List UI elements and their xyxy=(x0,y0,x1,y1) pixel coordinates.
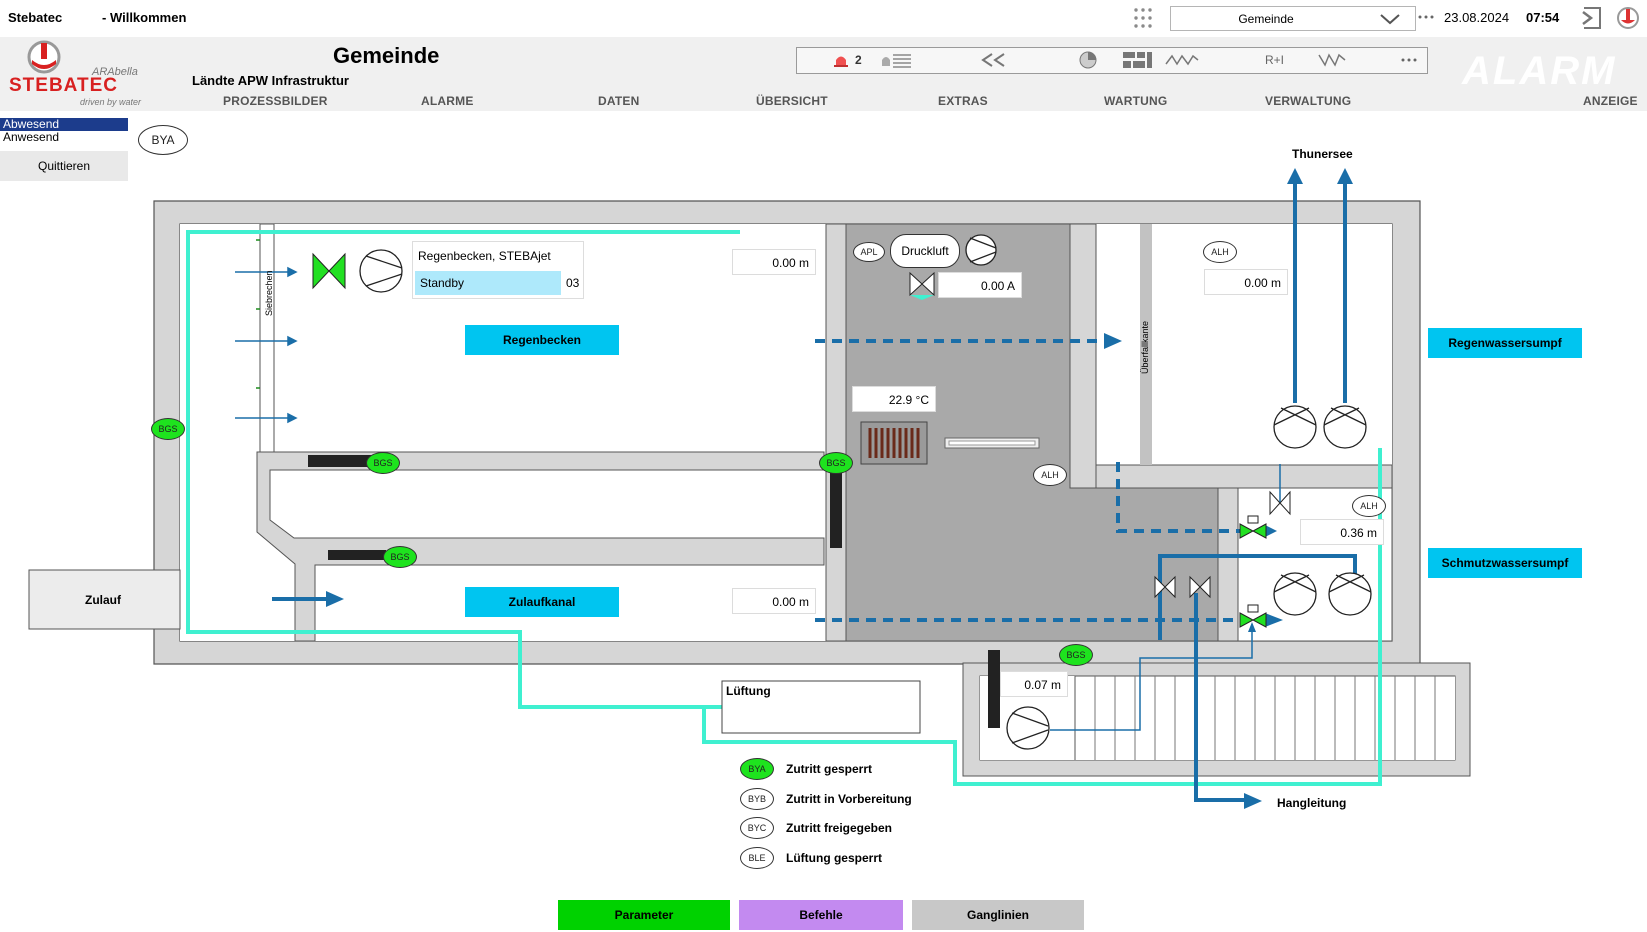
anwesend-option[interactable]: Anwesend xyxy=(0,131,128,144)
nav-extras[interactable]: EXTRAS xyxy=(938,94,988,108)
nav-daten[interactable]: DATEN xyxy=(598,94,640,108)
regenbecken-button[interactable]: Regenbecken xyxy=(465,325,619,355)
more-icon[interactable] xyxy=(1418,14,1434,20)
alarm-watermark: ALARM xyxy=(1462,49,1617,93)
alarm-bell-icon[interactable] xyxy=(833,53,849,67)
pump-number: 03 xyxy=(566,276,580,290)
header: ARAbella STEBATEC driven by water Gemein… xyxy=(0,37,1647,111)
logo-sub: ARAbella xyxy=(92,66,138,78)
location-select-value: Gemeinde xyxy=(1238,12,1294,26)
bgs-status-2[interactable]: BGS xyxy=(366,452,400,474)
hangleitung-label: Hangleitung xyxy=(1277,796,1347,810)
toolbar-more-icon[interactable] xyxy=(1401,57,1417,63)
abwesend-option[interactable]: Abwesend xyxy=(0,118,128,131)
list-icon[interactable] xyxy=(881,52,913,68)
befehle-button[interactable]: Befehle xyxy=(739,900,903,930)
flow-icon[interactable] xyxy=(1317,52,1347,68)
druckluft-button[interactable]: Druckluft xyxy=(890,234,960,268)
channel-wall xyxy=(256,451,825,642)
page-subtitle: Ländte APW Infrastruktur xyxy=(192,73,349,88)
legend-bya-badge: BYA xyxy=(740,758,774,780)
apps-grid-icon[interactable] xyxy=(1133,7,1153,29)
brand-label: Stebatec xyxy=(8,10,63,25)
pump-info-panel[interactable]: Regenbecken, STEBAjet Standby 03 xyxy=(412,241,584,299)
bgs-status-3[interactable]: BGS xyxy=(819,452,853,474)
nav-verwaltung[interactable]: VERWALTUNG xyxy=(1265,94,1352,108)
legend-byb-badge: BYB xyxy=(740,788,774,810)
toolbar: 2 R+I xyxy=(796,47,1428,74)
logo-tagline: driven by water xyxy=(80,97,142,107)
nav-prozessbilder[interactable]: PROZESSBILDER xyxy=(223,94,328,108)
chevron-down-icon xyxy=(1380,14,1400,25)
legend-ble-text: Lüftung gesperrt xyxy=(786,851,882,865)
zulauf-box xyxy=(28,569,181,630)
apl-status[interactable]: APL xyxy=(853,242,885,262)
alh-status-center[interactable]: ALH xyxy=(1033,464,1067,486)
lueftung-box xyxy=(721,680,921,734)
vent-lines xyxy=(186,230,1382,786)
zulauf-label: Zulauf xyxy=(85,593,121,607)
alarm-count: 2 xyxy=(855,53,862,67)
lueftung-label: Lüftung xyxy=(726,684,771,698)
pie-chart-icon[interactable] xyxy=(1079,51,1097,69)
temperature-value[interactable]: 22.9 °C xyxy=(852,386,936,412)
legend-byb-text: Zutritt in Vorbereitung xyxy=(786,792,912,806)
zulaufkanal-button[interactable]: Zulaufkanal xyxy=(465,587,619,617)
legend-byc-badge: BYC xyxy=(740,817,774,839)
nav-wartung[interactable]: WARTUNG xyxy=(1104,94,1168,108)
back-double-icon[interactable] xyxy=(979,52,1009,68)
parameter-button[interactable]: Parameter xyxy=(558,900,730,930)
level-small-sump[interactable]: 0.07 m xyxy=(1000,671,1068,697)
stebatec-logo-icon xyxy=(27,40,61,74)
trend-icon[interactable] xyxy=(1165,52,1199,68)
welcome-label: - Willkommen xyxy=(102,10,187,25)
level-schmutzwassersumpf[interactable]: 0.36 m xyxy=(1300,519,1384,545)
time-label: 07:54 xyxy=(1526,10,1560,25)
alh-status-schmutz[interactable]: ALH xyxy=(1352,495,1386,517)
ueberfallkante-label: Überfallkante xyxy=(1140,320,1150,374)
page-title: Gemeinde xyxy=(333,43,440,68)
bgs-status-1[interactable]: BGS xyxy=(151,418,185,440)
quittieren-button[interactable]: Quittieren xyxy=(0,151,128,181)
pump-state: Standby xyxy=(420,276,465,290)
nav-anzeige[interactable]: ANZEIGE xyxy=(1583,94,1638,108)
logo-main: STEBATEC xyxy=(9,75,118,96)
legend-byc-text: Zutritt freigegeben xyxy=(786,821,893,835)
legend-ble-badge: BLE xyxy=(740,847,774,869)
bgs-status-5[interactable]: BGS xyxy=(1059,644,1093,666)
level-regenwassersumpf[interactable]: 0.00 m xyxy=(1204,269,1288,295)
regenwassersumpf-button[interactable]: Regenwassersumpf xyxy=(1428,328,1582,358)
location-select[interactable]: Gemeinde xyxy=(1170,6,1416,31)
user-logo-icon[interactable] xyxy=(1616,6,1640,30)
current-value[interactable]: 0.00 A xyxy=(938,272,1022,298)
siebrechen-frame xyxy=(259,223,275,453)
top-bar: Stebatec - Willkommen Gemeinde 23.08.202… xyxy=(0,0,1647,38)
legend-bya-text: Zutritt gesperrt xyxy=(786,762,873,776)
level-zulaufkanal[interactable]: 0.00 m xyxy=(732,588,816,614)
pump-name: Regenbecken, STEBAjet xyxy=(418,249,551,263)
bgs-status-4[interactable]: BGS xyxy=(383,546,417,568)
rl-button[interactable]: R+I xyxy=(1265,53,1285,67)
dashboard-icon[interactable] xyxy=(1123,51,1153,69)
ganglinien-button[interactable]: Ganglinien xyxy=(912,900,1084,930)
thunersee-label: Thunersee xyxy=(1292,147,1353,161)
alh-status-regen[interactable]: ALH xyxy=(1203,241,1237,263)
logout-icon[interactable] xyxy=(1580,5,1604,31)
nav-alarme[interactable]: ALARME xyxy=(421,94,474,108)
date-label: 23.08.2024 xyxy=(1444,10,1510,25)
bya-status[interactable]: BYA xyxy=(138,125,188,155)
nav-uebersicht[interactable]: ÜBERSICHT xyxy=(756,94,828,108)
schmutzwassersumpf-button[interactable]: Schmutzwassersumpf xyxy=(1428,548,1582,578)
level-regenbecken[interactable]: 0.00 m xyxy=(732,249,816,275)
siebrechen-label: Siebrechen xyxy=(264,270,274,316)
pump-state-field: Standby xyxy=(415,271,561,295)
